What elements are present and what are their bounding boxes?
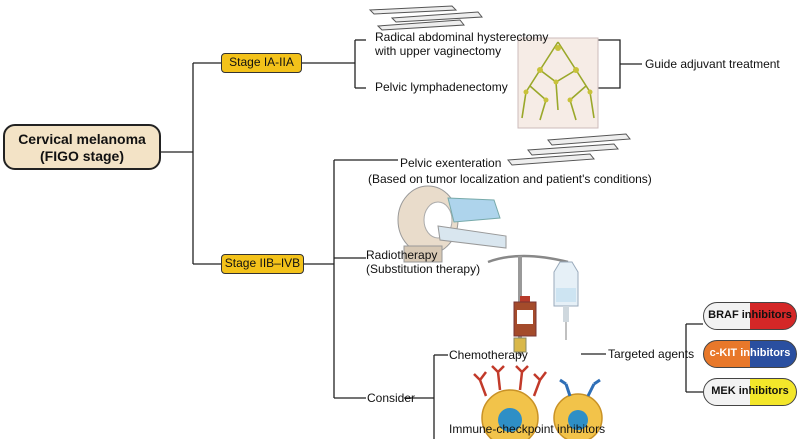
stage-early-node: Stage IA-IIA (221, 53, 302, 73)
lymphadenectomy-label: Pelvic lymphadenectomy (375, 80, 508, 94)
hysterectomy-label-line1: Radical abdominal hysterectomy (375, 30, 549, 44)
braf-inhibitors-pill: BRAF inhibitors (703, 302, 797, 330)
root-node-cervical-melanoma: Cervical melanoma (FIGO stage) (3, 124, 161, 170)
root-title: Cervical melanoma (18, 131, 146, 147)
ckit-inhibitors-label: c-KIT inhibitors (709, 347, 791, 359)
radiotherapy-note: (Substitution therapy) (366, 262, 481, 276)
medicine-vial-icon (513, 296, 537, 337)
stage-late-node: Stage IIB–IVB (221, 254, 304, 274)
targeted-agents-label: Targeted agents (608, 347, 695, 361)
exenteration-instruments-icon (507, 133, 631, 166)
chemotherapy-label: Chemotherapy (449, 348, 528, 362)
root-subtitle: (FIGO stage) (39, 148, 124, 164)
hysterectomy-label-line2: with upper vaginectomy (375, 44, 502, 58)
mek-inhibitors-label: MEK inhibitors (711, 385, 789, 397)
ct-scanner-icon (397, 185, 507, 263)
exenteration-note: (Based on tumor localization and patient… (368, 172, 652, 186)
mek-inhibitors-pill: MEK inhibitors (703, 378, 797, 406)
connector-lines (161, 39, 703, 439)
braf-inhibitors-label: BRAF inhibitors (708, 309, 792, 321)
exenteration-label: Pelvic exenteration (400, 156, 502, 170)
immune-checkpoint-label: Immune-checkpoint inhibitors (449, 422, 606, 436)
consider-label: Consider (367, 391, 416, 405)
radiotherapy-label: Radiotherapy (366, 248, 438, 262)
immune-cells-icon (473, 365, 603, 439)
ckit-inhibitors-pill: c-KIT inhibitors (703, 340, 797, 368)
pelvic-lymph-node-icon (517, 37, 599, 129)
adjuvant-treatment-label: Guide adjuvant treatment (645, 57, 780, 71)
surgical-instruments-icon (368, 5, 483, 31)
